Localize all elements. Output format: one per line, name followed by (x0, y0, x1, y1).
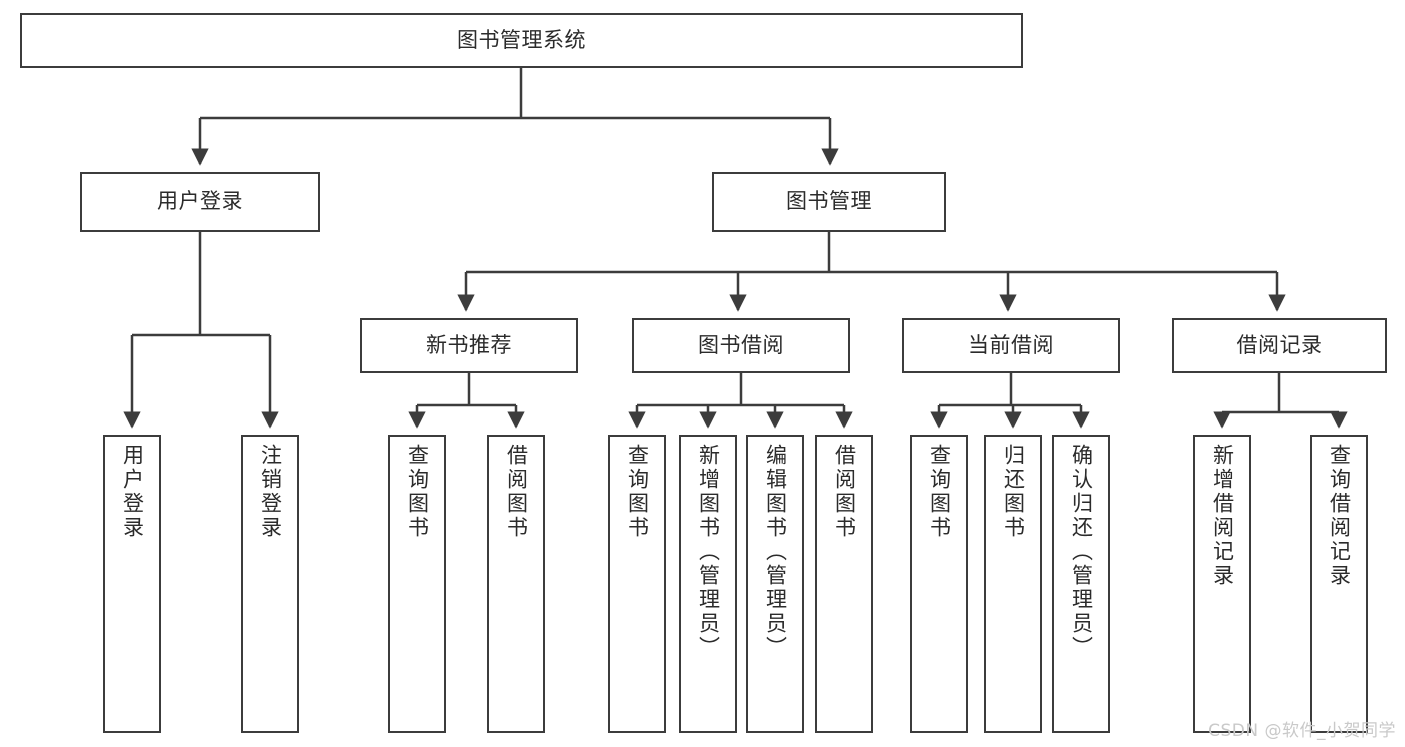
node-leaf-query-record-label: 查询借阅记录 (1327, 444, 1352, 588)
node-user-login-label: 用户登录 (157, 189, 243, 214)
node-leaf-edit-book-label: 编辑图书（管理员） (763, 444, 788, 660)
node-leaf-borrow-book-2[interactable]: 借阅图书 (815, 435, 873, 733)
node-leaf-borrow-book-2-label: 借阅图书 (832, 444, 857, 540)
node-new-book-rec-label: 新书推荐 (426, 332, 512, 357)
node-leaf-query-record[interactable]: 查询借阅记录 (1310, 435, 1368, 733)
node-new-book-rec[interactable]: 新书推荐 (360, 318, 578, 373)
node-leaf-return-book[interactable]: 归还图书 (984, 435, 1042, 733)
node-leaf-borrow-book-1-label: 借阅图书 (504, 444, 529, 540)
node-book-borrow[interactable]: 图书借阅 (632, 318, 850, 373)
node-leaf-add-book[interactable]: 新增图书（管理员） (679, 435, 737, 733)
node-root[interactable]: 图书管理系统 (20, 13, 1023, 68)
node-leaf-add-record[interactable]: 新增借阅记录 (1193, 435, 1251, 733)
node-leaf-user-login[interactable]: 用户登录 (103, 435, 161, 733)
node-leaf-user-login-label: 用户登录 (120, 444, 145, 540)
node-leaf-confirm-return-label: 确认归还（管理员） (1069, 444, 1094, 660)
node-user-login[interactable]: 用户登录 (80, 172, 320, 232)
node-leaf-confirm-return[interactable]: 确认归还（管理员） (1052, 435, 1110, 733)
node-leaf-query-book-3-label: 查询图书 (927, 444, 952, 540)
node-book-borrow-label: 图书借阅 (698, 332, 784, 357)
node-leaf-add-record-label: 新增借阅记录 (1210, 444, 1235, 588)
node-root-label: 图书管理系统 (457, 27, 586, 52)
node-leaf-query-book-1[interactable]: 查询图书 (388, 435, 446, 733)
node-leaf-query-book-2-label: 查询图书 (625, 444, 650, 540)
node-leaf-return-book-label: 归还图书 (1001, 444, 1026, 540)
csdn-watermark: CSDN @软件_小贺同学 (1208, 721, 1396, 741)
node-leaf-query-book-3[interactable]: 查询图书 (910, 435, 968, 733)
node-book-manage-label: 图书管理 (786, 189, 872, 214)
node-borrow-record[interactable]: 借阅记录 (1172, 318, 1387, 373)
node-current-borrow-label: 当前借阅 (968, 332, 1054, 357)
node-current-borrow[interactable]: 当前借阅 (902, 318, 1120, 373)
node-book-manage[interactable]: 图书管理 (712, 172, 946, 232)
node-leaf-borrow-book-1[interactable]: 借阅图书 (487, 435, 545, 733)
node-leaf-query-book-1-label: 查询图书 (405, 444, 430, 540)
node-leaf-edit-book[interactable]: 编辑图书（管理员） (746, 435, 804, 733)
node-borrow-record-label: 借阅记录 (1236, 332, 1323, 357)
node-leaf-add-book-label: 新增图书（管理员） (696, 444, 721, 660)
node-leaf-user-logout[interactable]: 注销登录 (241, 435, 299, 733)
node-leaf-user-logout-label: 注销登录 (258, 444, 283, 540)
node-leaf-query-book-2[interactable]: 查询图书 (608, 435, 666, 733)
